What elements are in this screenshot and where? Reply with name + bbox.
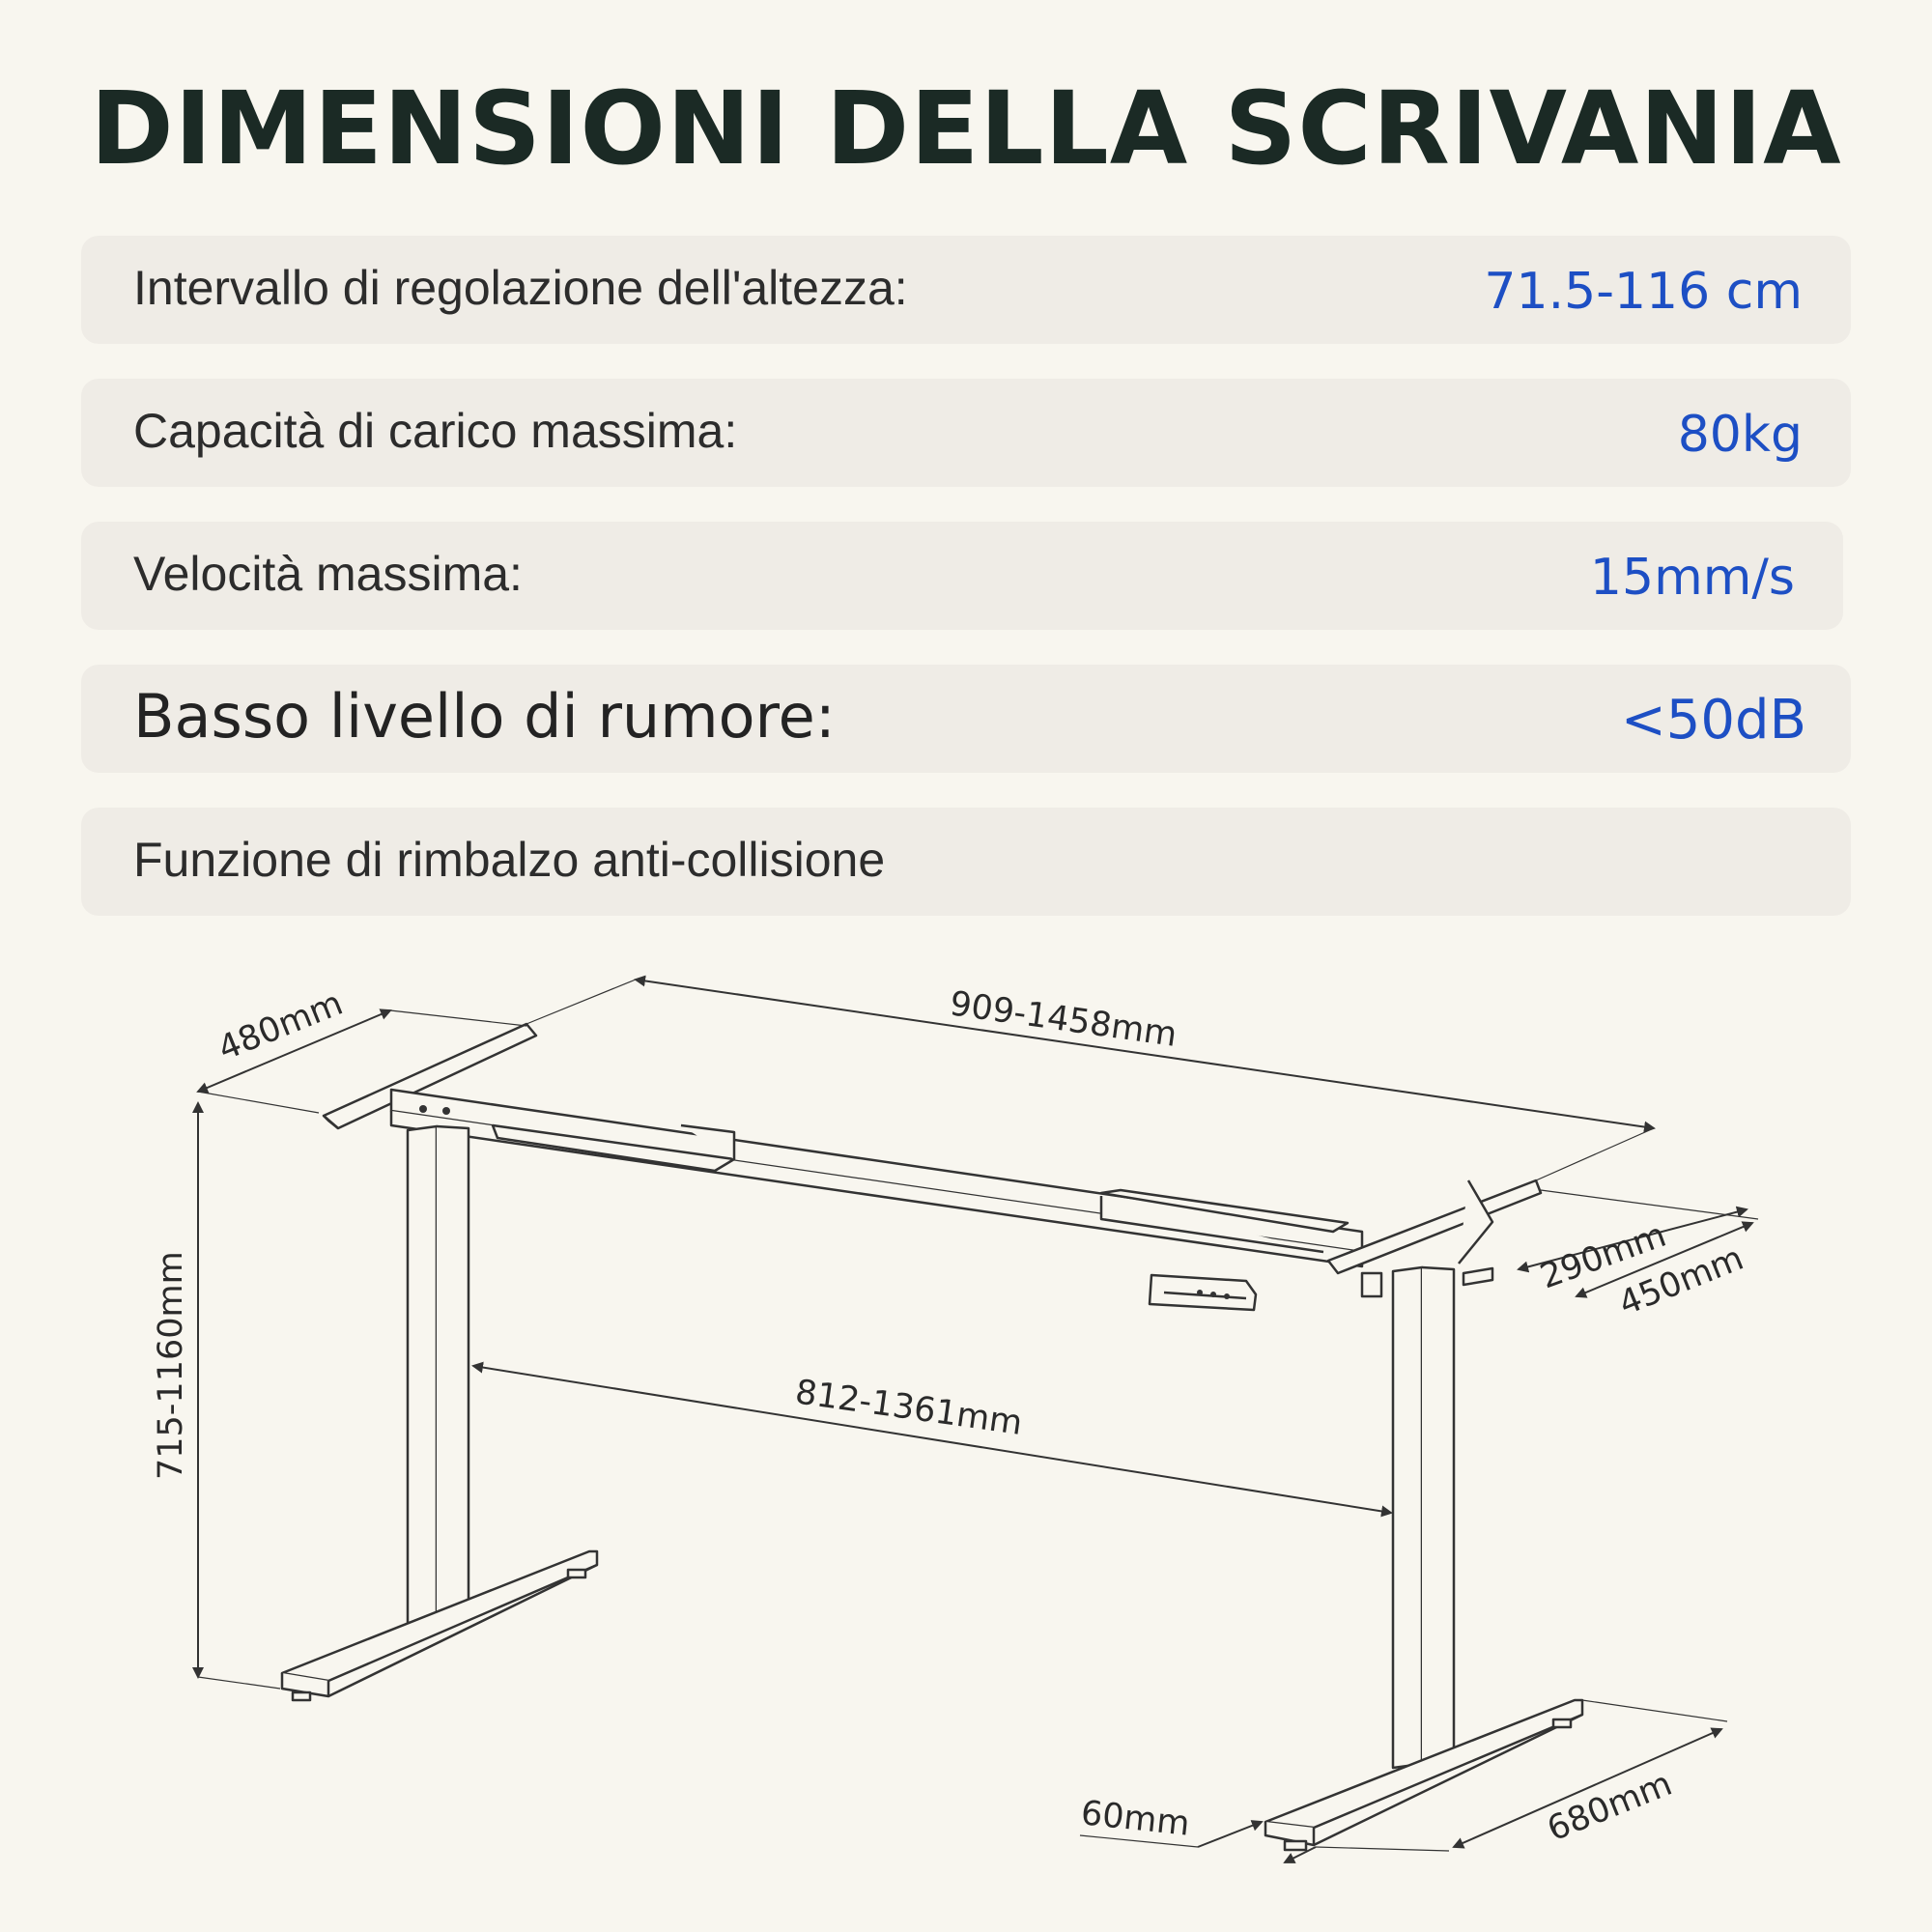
spec-label: Intervallo di regolazione dell'altezza: (133, 261, 908, 315)
dim-width-top: 909-1458mm (948, 984, 1179, 1055)
spec-value: 80kg (1677, 406, 1803, 464)
dim-foot-width: 60mm (1079, 1794, 1191, 1844)
spec-row-load-capacity: Capacità di carico massima: 80kg (81, 379, 1851, 487)
spec-row-height-range: Intervallo di regolazione dell'altezza: … (81, 236, 1851, 344)
spec-value: 71.5-116 cm (1484, 263, 1803, 321)
spec-row-noise-level: Basso livello di rumore: <50dB (81, 665, 1851, 773)
mounting-holes (419, 1105, 1230, 1299)
spec-row-anti-collision: Funzione di rimbalzo anti-collisione (81, 808, 1851, 916)
desk-frame-drawing (280, 1022, 1584, 1852)
dim-width-inner: 812-1361mm (793, 1373, 1025, 1443)
spec-row-max-speed: Velocità massima: 15mm/s (81, 522, 1843, 630)
dimension-lines (192, 975, 1759, 1863)
spec-label: Basso livello di rumore: (133, 681, 836, 752)
spec-value: 15mm/s (1589, 549, 1795, 607)
spec-label: Funzione di rimbalzo anti-collisione (133, 833, 886, 887)
dim-height: 715-1160mm (152, 1251, 190, 1480)
spec-label: Velocità massima: (133, 547, 523, 601)
spec-label: Capacità di carico massima: (133, 404, 738, 458)
page-title: DIMENSIONI DELLA SCRIVANIA (90, 70, 1842, 187)
spec-value: <50dB (1620, 689, 1806, 752)
